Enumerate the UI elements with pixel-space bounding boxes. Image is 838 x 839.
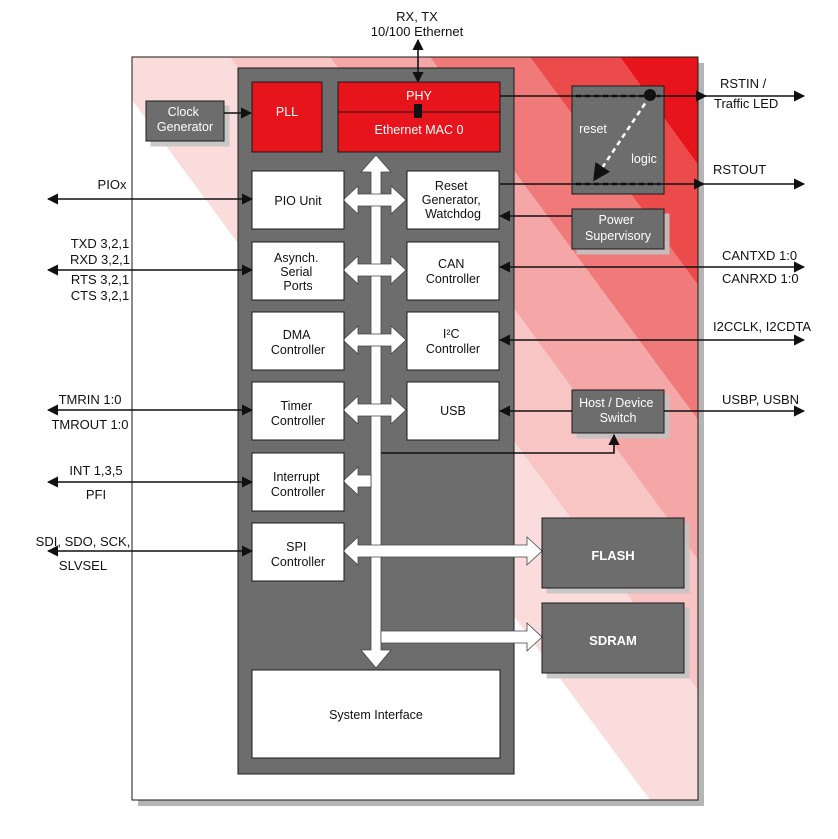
right-signal-labels: RSTIN / Traffic LED RSTOUT CANTXD 1:0 CA…: [713, 76, 811, 407]
piox-label: PIOx: [98, 177, 127, 192]
int-label: INT 1,3,5: [69, 463, 122, 478]
i2c-block: [406, 311, 500, 371]
reset-logic-logic-label: logic: [631, 152, 657, 166]
clock-generator-label: Clock Generator: [157, 105, 213, 134]
pio-unit-label: PIO Unit: [274, 194, 322, 208]
cts-label: CTS 3,2,1: [71, 288, 130, 303]
internal-connectors: [381, 90, 708, 454]
power-supervisory-block: [571, 208, 665, 250]
power-supervisory-label: Power Supervisory: [585, 213, 652, 243]
phy-mac-link: [414, 104, 422, 118]
clock-generator-block: [145, 100, 225, 142]
usb-block: [406, 381, 500, 441]
interrupt-label: Interrupt Controller: [271, 470, 325, 499]
sdram-label: SDRAM: [589, 633, 637, 648]
flash-block: [541, 517, 685, 589]
rstin-label: RSTIN /: [720, 76, 767, 91]
rxd-label: RXD 3,2,1: [70, 252, 130, 267]
txd-label: TXD 3,2,1: [71, 236, 130, 251]
spi-block: [251, 522, 345, 582]
host-device-switch-block: [571, 389, 665, 434]
reset-logic-node: [644, 89, 656, 101]
top-label-ethernet: 10/100 Ethernet: [371, 24, 464, 39]
can-label: CAN Controller: [426, 257, 480, 286]
reset-logic-diagonal: [592, 95, 652, 182]
reset-logic-block: [571, 85, 665, 195]
pio-unit-block: [251, 170, 345, 230]
peripheral-blocks: [251, 170, 501, 759]
rts-label: RTS 3,2,1: [71, 272, 129, 287]
async-serial-block: [251, 241, 345, 301]
top-label-rxtx: RX, TX: [396, 9, 438, 24]
sdi-label: SDI, SDO, SCK,: [36, 534, 131, 549]
rstout-label: RSTOUT: [713, 162, 766, 177]
system-interface-block: [251, 669, 501, 759]
internal-bus: [342, 154, 543, 669]
i2c-signal-label: I2CCLK, I2CDTA: [713, 319, 811, 334]
host-device-switch-label: Host / Device Switch: [579, 396, 657, 425]
pfi-label: PFI: [86, 487, 106, 502]
usb-label: USB: [440, 404, 466, 418]
reset-generator-block: [406, 170, 500, 230]
interrupt-block: [251, 452, 345, 512]
pll-block: [251, 81, 323, 153]
cantxd-label: CANTXD 1:0: [722, 248, 797, 263]
i2c-label: I²C Controller: [426, 327, 480, 356]
tmrin-label: TMRIN 1:0: [59, 392, 122, 407]
usb-signal-label: USBP, USBN: [722, 392, 799, 407]
spi-label: SPI Controller: [271, 540, 325, 569]
external-signals: [46, 90, 806, 557]
can-block: [406, 241, 500, 301]
dma-block: [251, 311, 345, 371]
traffic-led-label: Traffic LED: [714, 96, 778, 111]
timer-block: [251, 381, 345, 441]
canrxd-label: CANRXD 1:0: [722, 271, 799, 286]
sdram-block: [541, 602, 685, 674]
async-serial-label: Asynch. Serial Ports: [274, 251, 322, 293]
timer-label: Timer Controller: [271, 399, 325, 428]
slvsel-label: SLVSEL: [59, 558, 107, 573]
flash-label: FLASH: [591, 548, 634, 563]
ethernet-mac-label: Ethernet MAC 0: [375, 123, 464, 137]
dma-label: DMA Controller: [271, 328, 325, 357]
reset-generator-label: Reset Generator, Watchdog: [422, 179, 485, 221]
reset-logic-reset-label: reset: [579, 122, 607, 136]
left-signal-labels: PIOx TXD 3,2,1 RXD 3,2,1 RTS 3,2,1 CTS 3…: [36, 177, 131, 573]
pll-label: PLL: [276, 105, 298, 119]
phy-label: PHY: [406, 89, 432, 103]
tmrout-label: TMROUT 1:0: [51, 417, 128, 432]
system-interface-label: System Interface: [329, 708, 423, 722]
